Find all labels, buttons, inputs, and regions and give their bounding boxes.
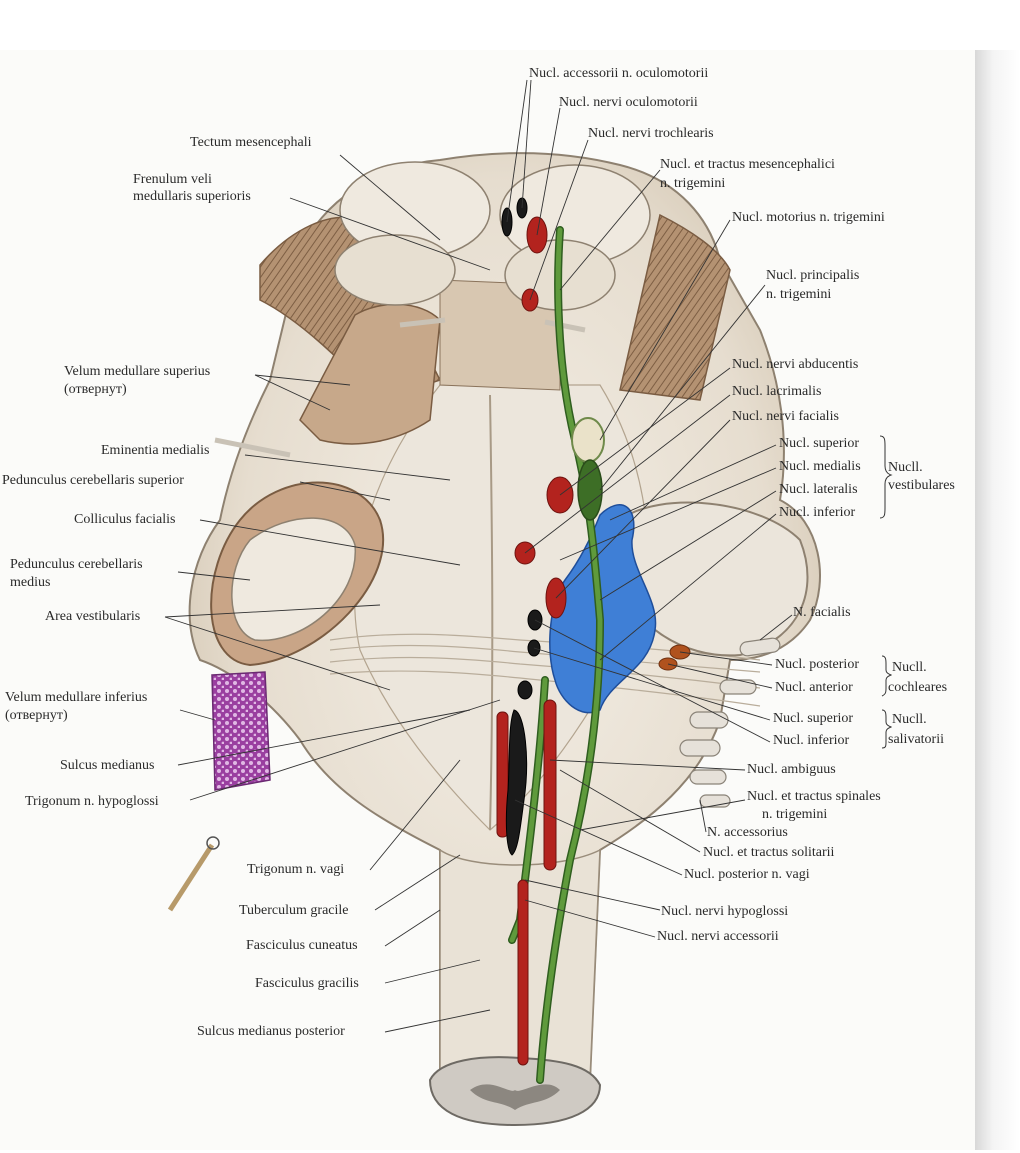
middle-peduncle-left	[210, 481, 385, 667]
label-gracile-fasciculus: Fasciculus gracilis	[255, 976, 359, 991]
label-salivatory-superior: Nucl. superior	[773, 711, 854, 726]
label-facial-nucleus: Nucl. nervi facialis	[732, 409, 839, 424]
label-velum-medullare-superius-2: (отвернут)	[64, 382, 127, 397]
label-mesencephalic-nucleus-2: n. trigemini	[660, 176, 726, 191]
velum-inferius	[211, 671, 271, 791]
label-abducens-nucleus: Nucl. nervi abducentis	[732, 357, 859, 372]
label-motor-trigeminal-nucleus: Nucl. motorius n. trigemini	[732, 210, 885, 225]
label-vestibular-group-2: vestibulares	[888, 478, 955, 493]
middle-peduncle-right	[619, 501, 809, 657]
leader-lines-left	[164, 154, 501, 1033]
label-vestibular-lateral: Nucl. lateralis	[779, 482, 858, 497]
label-cochlear-group-2: cochleares	[888, 680, 948, 695]
label-nucleus-ambiguus: Nucl. ambiguus	[747, 762, 836, 777]
label-accessory-nucleus: Nucl. nervi accessorii	[657, 929, 779, 944]
retraction-thread	[167, 317, 586, 912]
label-spinal-trigeminal-nucleus: Nucl. et tractus spinales	[747, 789, 881, 804]
label-oculomotor-nucleus: Nucl. nervi oculomotorii	[559, 95, 698, 110]
label-cuneate-fasciculus: Fasciculus cuneatus	[246, 938, 358, 953]
label-principal-trigeminal-nucleus-2: n. trigemini	[766, 287, 832, 302]
label-superior-cerebellar-peduncle: Pedunculus cerebellaris superior	[2, 473, 184, 488]
label-salivatory-group-2: salivatorii	[888, 732, 944, 747]
label-middle-cerebellar-peduncle: Pedunculus cerebellaris	[10, 557, 143, 572]
label-lacrimal-nucleus: Nucl. lacrimalis	[732, 384, 822, 399]
label-velum-medullare-superius: Velum medullare superius	[64, 364, 211, 379]
label-eminentia-medialis: Eminentia medialis	[101, 443, 210, 458]
label-velum-medullare-inferius: Velum medullare inferius	[5, 690, 148, 705]
label-sulcus-medianus: Sulcus medianus	[60, 758, 155, 773]
group-braces	[879, 435, 893, 749]
label-frenulum-veli-2: medullaris superioris	[133, 189, 251, 204]
label-mesencephalic-nucleus: Nucl. et tractus mesencephalici	[660, 157, 835, 172]
label-colliculus-facialis: Colliculus facialis	[74, 512, 176, 527]
label-velum-medullare-inferius-2: (отвернут)	[5, 708, 68, 723]
label-vestibular-superior: Nucl. superior	[779, 436, 860, 451]
label-dorsal-vagal-nucleus: Nucl. posterior n. vagi	[684, 867, 810, 882]
label-accessory-nerve: N. accessorius	[707, 825, 788, 840]
motor-nuclei	[496, 216, 574, 1066]
label-frenulum-veli: Frenulum veli	[133, 172, 212, 187]
label-cochlear-group: Nucll.	[892, 660, 927, 675]
label-gracile-tubercle: Tuberculum gracile	[239, 903, 349, 918]
label-facial-nerve: N. facialis	[793, 605, 851, 620]
label-vestibular-inferior: Nucl. inferior	[779, 505, 856, 520]
label-hypoglossal-nucleus: Nucl. nervi hypoglossi	[661, 904, 789, 919]
label-trochlear-nucleus: Nucl. nervi trochlearis	[588, 126, 714, 141]
label-principal-trigeminal-nucleus: Nucl. principalis	[766, 268, 860, 283]
label-area-vestibularis: Area vestibularis	[45, 609, 141, 624]
label-salivatory-group: Nucll.	[892, 712, 927, 727]
label-vestibular-medial: Nucl. medialis	[779, 459, 861, 474]
parasympathetic-nuclei	[501, 197, 543, 856]
label-vagal-trigone: Trigonum n. vagi	[247, 862, 345, 877]
label-vestibular-group: Nucll.	[888, 460, 923, 475]
label-hypoglossal-trigone: Trigonum n. hypoglossi	[25, 794, 159, 809]
label-posterior-median-sulcus: Sulcus medianus posterior	[197, 1024, 345, 1039]
page-gutter-shadow	[975, 50, 1020, 1150]
leader-lines-right	[506, 79, 793, 938]
label-acc-oculomotor-nucleus: Nucl. accessorii n. oculomotorii	[529, 66, 709, 81]
label-solitary-nucleus: Nucl. et tractus solitarii	[703, 845, 835, 860]
label-salivatory-inferior: Nucl. inferior	[773, 733, 850, 748]
cranial-nerve-roots	[679, 637, 781, 808]
label-cochlear-posterior: Nucl. posterior	[775, 657, 859, 672]
label-spinal-trigeminal-nucleus-2: n. trigemini	[762, 807, 828, 822]
label-middle-cerebellar-peduncle-2: medius	[10, 575, 51, 590]
label-tectum-mesencephali: Tectum mesencephali	[190, 135, 312, 150]
label-cochlear-anterior: Nucl. anterior	[775, 680, 853, 695]
